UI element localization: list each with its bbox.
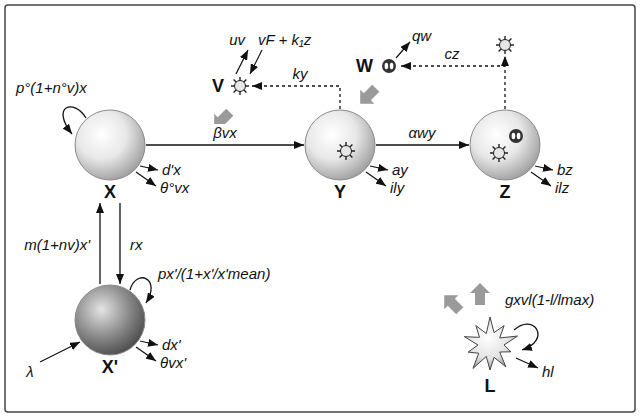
flux-arrow <box>396 42 410 58</box>
virus-body <box>500 40 511 51</box>
cell-shape <box>469 109 541 181</box>
node-label: X <box>104 181 116 203</box>
starburst-shape: L <box>460 315 520 397</box>
cell-circle: Y <box>304 109 376 203</box>
loss-arrow <box>140 341 158 345</box>
particle-spot <box>390 63 394 69</box>
connector-arrow <box>119 203 120 284</box>
node-label: W <box>356 55 373 77</box>
particle-icon <box>509 129 523 143</box>
frame <box>5 5 635 412</box>
virus-node: V <box>212 74 252 98</box>
cell-circle: Z <box>469 109 541 203</box>
starburst-shape <box>460 315 520 375</box>
cell-circle: X' <box>74 284 146 378</box>
effect-arrow <box>353 81 383 111</box>
particle-spot <box>512 133 516 139</box>
virus-body <box>494 148 505 159</box>
rate-label: qw <box>412 27 431 45</box>
loss-arrow <box>366 172 386 186</box>
loop-arrow <box>514 324 538 350</box>
virus-body <box>341 146 352 157</box>
loss-arrow <box>136 347 156 361</box>
rate-label: m(1+nv)x' <box>22 236 92 254</box>
rate-label: λ <box>26 363 33 381</box>
rate-label: θ°vx <box>160 179 189 197</box>
cell-shape <box>304 109 376 181</box>
particle-spot <box>517 133 521 139</box>
particle-body <box>509 129 523 143</box>
virus-spikes <box>490 144 508 162</box>
connector-arrow <box>252 86 340 109</box>
cell-shape <box>74 284 146 356</box>
rate-label: gxvl(1-l/lmax) <box>505 291 594 309</box>
loss-arrow <box>535 166 553 170</box>
node-label: V <box>212 75 224 97</box>
rate-label: hl <box>542 363 554 381</box>
cell-body <box>305 110 375 180</box>
particle-spot <box>385 63 389 69</box>
connector-arrow <box>401 66 505 109</box>
rate-label: ilz <box>555 179 569 197</box>
cell-shape <box>74 109 146 181</box>
virus-icon <box>228 74 252 98</box>
rate-label: ky <box>291 65 310 83</box>
loss-arrow <box>531 172 551 186</box>
particle-node: W <box>356 54 401 78</box>
node-label: Y <box>334 181 346 203</box>
cell-body <box>75 110 145 180</box>
node-label: X' <box>102 356 118 378</box>
connector-arrow <box>99 203 100 284</box>
release-arrow <box>504 56 505 66</box>
loss-arrow <box>140 166 158 170</box>
loss-arrow <box>136 172 156 186</box>
rate-label: p°(1+n°v)x <box>16 79 87 97</box>
rate-label: cz <box>443 45 462 63</box>
connector-arrow <box>146 144 304 145</box>
rate-label: px'/(1+x'/x'mean) <box>158 265 270 283</box>
rate-label: rx <box>128 236 145 254</box>
virus-icon <box>337 142 355 160</box>
virus-icon <box>490 144 508 162</box>
cell-body <box>75 285 145 355</box>
rate-label: αwy <box>407 124 438 142</box>
node-label: L <box>485 375 496 397</box>
starburst-outline <box>464 317 517 370</box>
rate-label: βvx <box>211 124 239 142</box>
virus-icon <box>496 36 514 54</box>
effect-arrow <box>470 283 490 305</box>
rate-label: θvx' <box>160 354 186 372</box>
loss-arrow <box>516 358 538 368</box>
cell-circle: X <box>74 109 146 203</box>
source-arrow <box>40 342 80 362</box>
connector-arrow <box>376 144 469 145</box>
rate-label: dx' <box>162 336 181 354</box>
virus-spikes <box>231 77 249 95</box>
rate-label: ily <box>390 179 404 197</box>
effect-arrow <box>437 288 467 318</box>
particle-icon <box>377 54 401 78</box>
particle-body <box>382 59 396 73</box>
loss-arrow <box>370 166 388 170</box>
rate-label: uv <box>229 31 245 49</box>
rate-label: d'x <box>162 161 181 179</box>
virus-spikes <box>337 142 355 160</box>
virus-spikes <box>496 36 514 54</box>
rate-label: ay <box>392 161 408 179</box>
flux-arrow <box>236 50 248 74</box>
node-label: Z <box>500 181 511 203</box>
rate-label: bz <box>557 161 573 179</box>
cell-body <box>470 110 540 180</box>
rate-label: vF + k₁z <box>258 31 311 49</box>
flux-arrow <box>250 50 262 74</box>
virus-body <box>235 81 246 92</box>
